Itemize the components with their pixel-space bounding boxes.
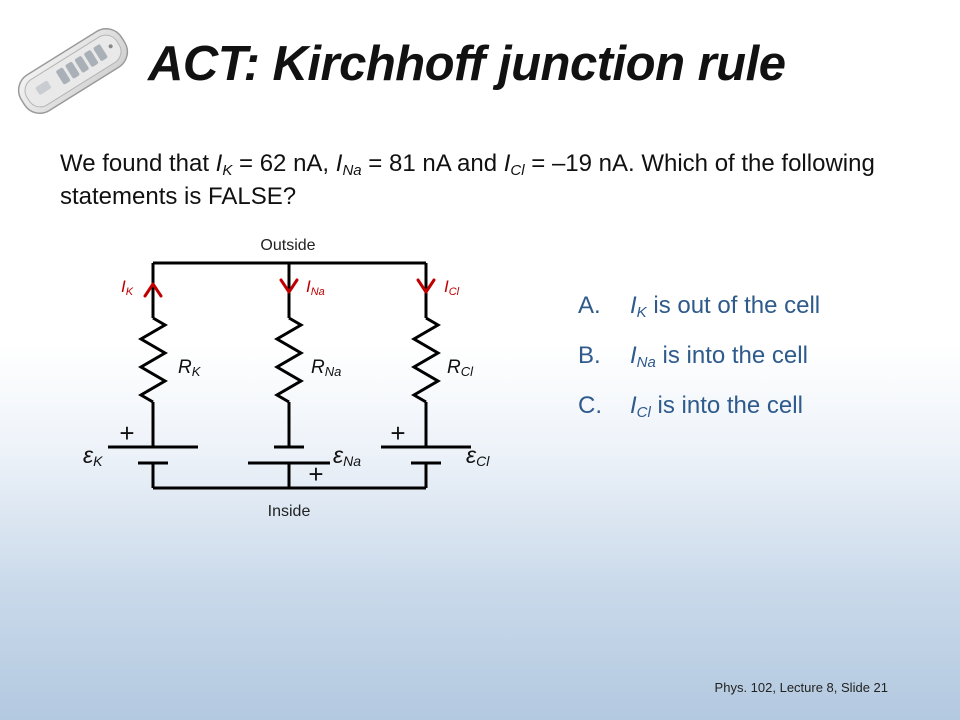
emf-label-na: εNa bbox=[333, 442, 361, 469]
question-text: We found that IK = 62 nA, INa = 81 nA an… bbox=[60, 147, 900, 213]
circuit-diagram: Outside Inside IK INa ICl RK RNa RCl εK … bbox=[83, 237, 490, 520]
question-icl-sub: Cl bbox=[510, 162, 525, 179]
current-arrow-na-down bbox=[279, 278, 299, 294]
clicker-remote-icon bbox=[17, 27, 129, 115]
slide-title: ACT: Kirchhoff junction rule bbox=[148, 37, 786, 91]
resistor-label-na: RNa bbox=[311, 357, 341, 379]
question-part-4: = –19 nA. Which of the following stateme… bbox=[60, 150, 875, 210]
option-sub: Cl bbox=[636, 404, 651, 421]
current-arrow-cl-down bbox=[416, 278, 436, 294]
plus-sign-na: + bbox=[308, 459, 323, 489]
question-ina-sub: Na bbox=[342, 162, 362, 179]
current-label-k: IK bbox=[121, 277, 134, 298]
option-var: I bbox=[630, 392, 637, 419]
option-text: is into the cell bbox=[655, 342, 808, 369]
answer-options: A.IK is out of the cell B.INa is into th… bbox=[578, 288, 820, 438]
plus-sign-k: + bbox=[119, 418, 134, 448]
option-b[interactable]: B. INa is into the cell bbox=[578, 338, 820, 388]
option-var: I bbox=[630, 292, 637, 319]
option-letter: B. bbox=[578, 342, 601, 369]
question-ik-var: I bbox=[215, 150, 223, 177]
option-text: is out of the cell bbox=[646, 292, 821, 319]
emf-label-k: εK bbox=[83, 442, 103, 469]
question-ik-sub: K bbox=[222, 162, 233, 179]
emf-label-cl: εCl bbox=[466, 442, 490, 469]
resistor-label-k: RK bbox=[178, 357, 202, 379]
question-part-2: = 62 nA, bbox=[232, 150, 336, 177]
resistor-label-cl: RCl bbox=[447, 357, 474, 379]
current-label-na: INa bbox=[306, 277, 325, 298]
current-label-cl: ICl bbox=[444, 277, 460, 298]
plus-sign-cl: + bbox=[390, 418, 405, 448]
slide-footer: Phys. 102, Lecture 8, Slide 21 bbox=[714, 680, 888, 695]
outside-label: Outside bbox=[260, 237, 315, 254]
option-letter: C. bbox=[578, 392, 602, 419]
branch-na bbox=[248, 263, 330, 488]
question-ina-var: I bbox=[335, 150, 343, 177]
question-part-3: = 81 nA and bbox=[361, 150, 504, 177]
option-sub: Na bbox=[636, 354, 656, 371]
question-part-1: We found that bbox=[60, 150, 216, 177]
option-a[interactable]: A. IK is out of the cell bbox=[578, 288, 820, 338]
option-c[interactable]: C. ICl is into the cell bbox=[578, 388, 820, 438]
option-var: I bbox=[630, 342, 637, 369]
option-letter: A. bbox=[578, 292, 601, 319]
current-arrow-k-up bbox=[143, 282, 163, 298]
question-icl-var: I bbox=[503, 150, 511, 177]
branch-cl bbox=[381, 263, 471, 488]
option-sub: K bbox=[636, 304, 647, 321]
branch-k bbox=[108, 263, 198, 488]
option-text: is into the cell bbox=[650, 392, 803, 419]
inside-label: Inside bbox=[268, 503, 311, 520]
